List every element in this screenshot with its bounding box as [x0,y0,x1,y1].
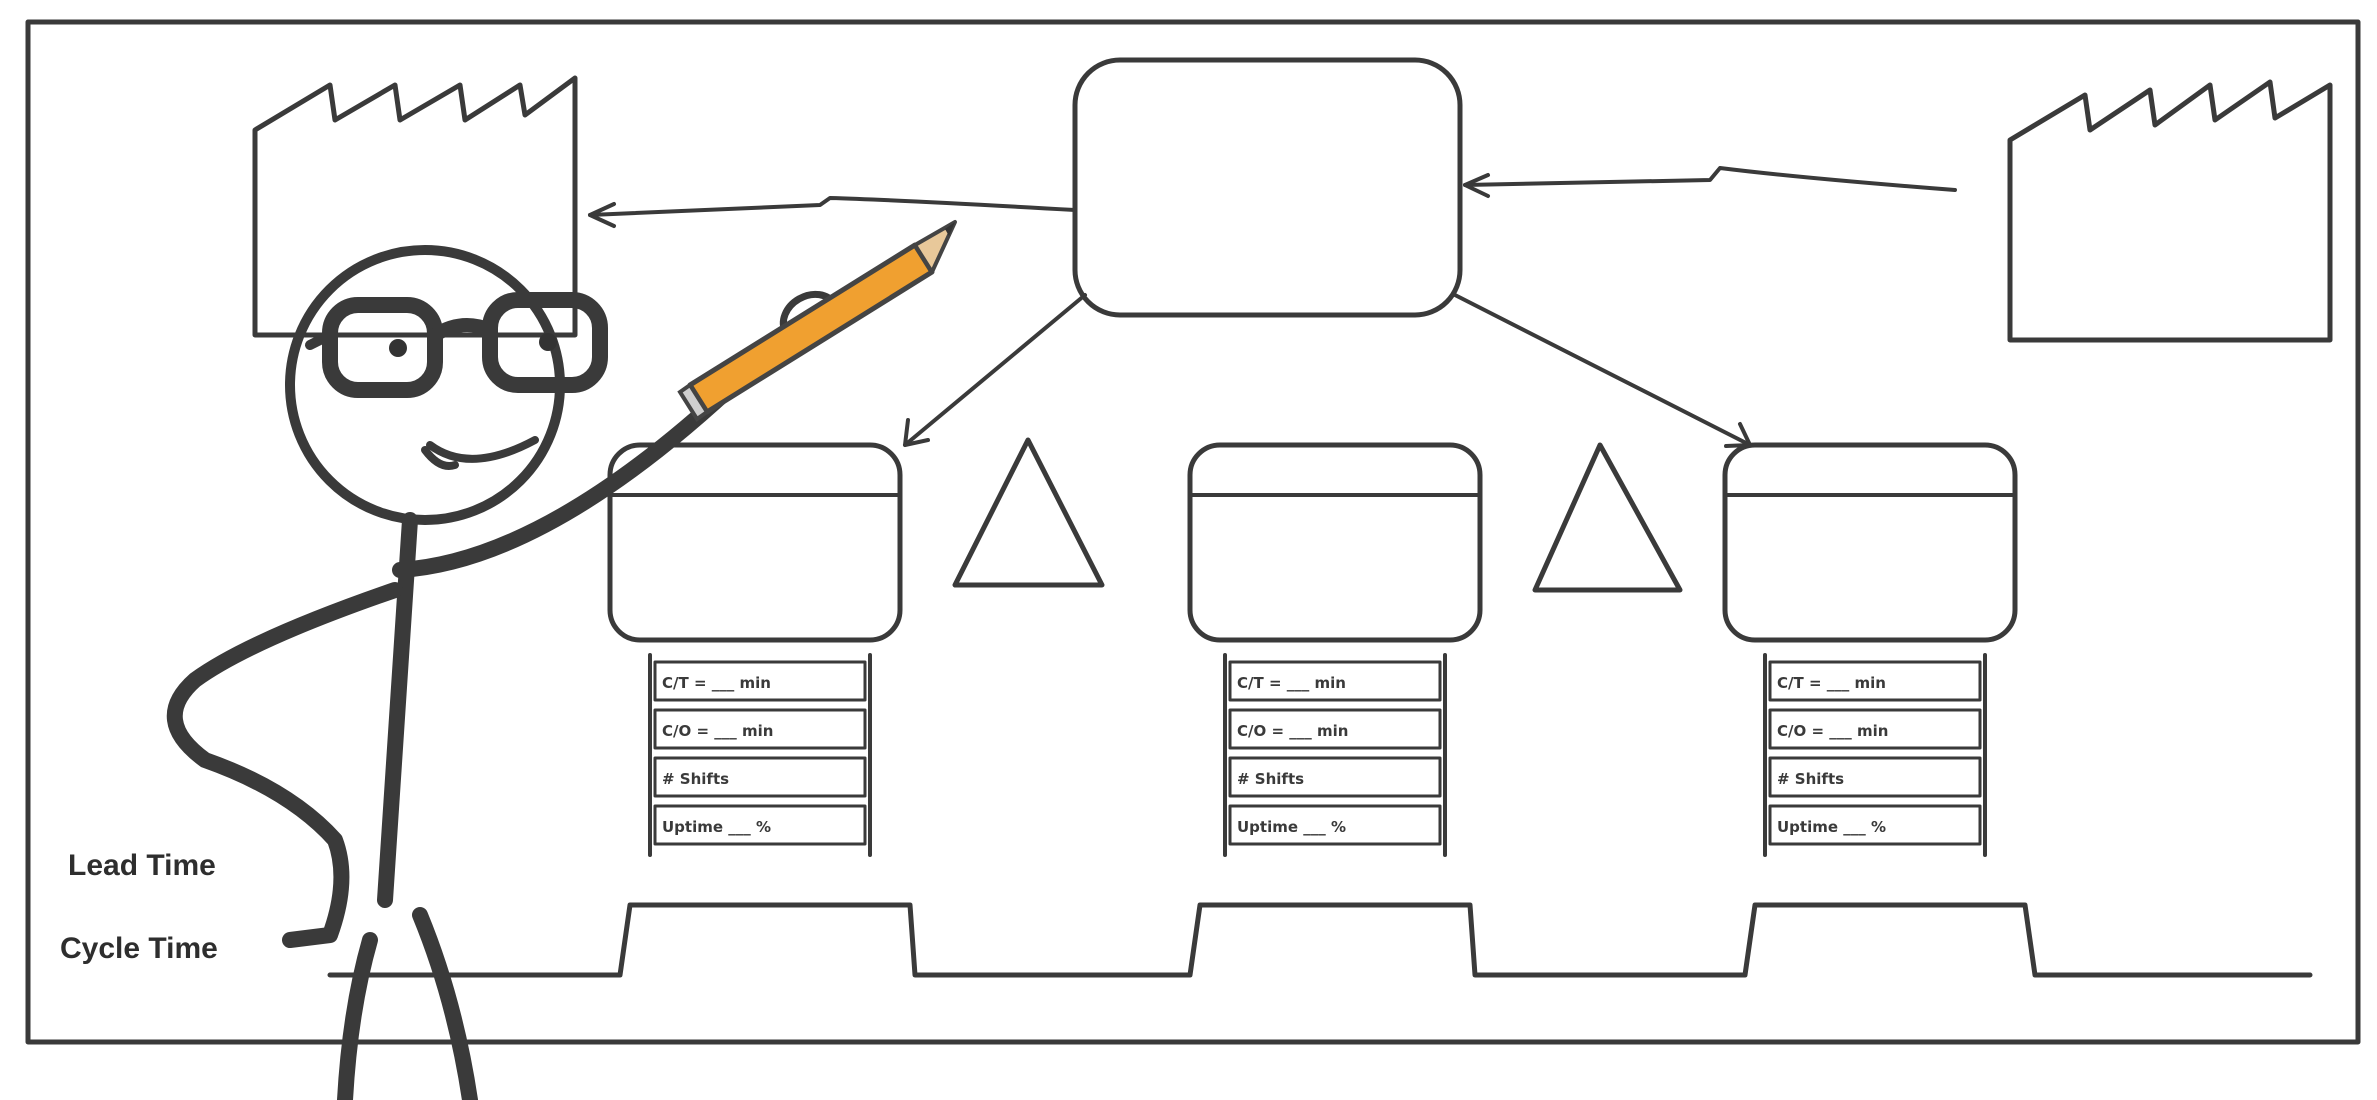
data-row-text: # Shifts [1237,770,1304,788]
data-row-text: C/T = ___ min [1237,674,1346,692]
data-row-text: # Shifts [1777,770,1844,788]
pencil-icon [680,222,955,419]
timeline-ladder [330,905,2310,975]
data-row-text: Uptime ___ % [1777,818,1886,836]
data-row-text: C/O = ___ min [1237,722,1348,740]
glasses-icon [330,305,435,390]
data-row-text: C/T = ___ min [1777,674,1886,692]
data-row-text: C/O = ___ min [662,722,773,740]
data-box-3: C/T = ___ min C/O = ___ min # Shifts Upt… [1765,655,1985,855]
customer-to-control-arrow [1465,168,1955,190]
process-box-2 [1190,445,1480,640]
control-to-process-3-arrow [1455,295,1750,445]
lead-time-label: Lead Time [68,849,216,882]
process-box-1 [610,445,900,640]
data-row-text: # Shifts [662,770,729,788]
data-row-text: C/T = ___ min [662,674,771,692]
control-to-process-1-arrow [905,295,1085,445]
inventory-triangle-icon [955,440,1102,585]
data-row-text: Uptime ___ % [1237,818,1346,836]
control-to-supplier-arrow [590,198,1075,215]
customer-factory-icon [2010,82,2330,340]
data-row-text: Uptime ___ % [662,818,771,836]
cycle-time-label: Cycle Time [60,932,218,965]
process-box-3 [1725,445,2015,640]
inventory-triangle-icon [1535,445,1680,590]
data-box-2: C/T = ___ min C/O = ___ min # Shifts Upt… [1225,655,1445,855]
production-control-box [1075,60,1460,315]
data-box-1: C/T = ___ min C/O = ___ min # Shifts Upt… [650,655,870,855]
data-row-text: C/O = ___ min [1777,722,1888,740]
